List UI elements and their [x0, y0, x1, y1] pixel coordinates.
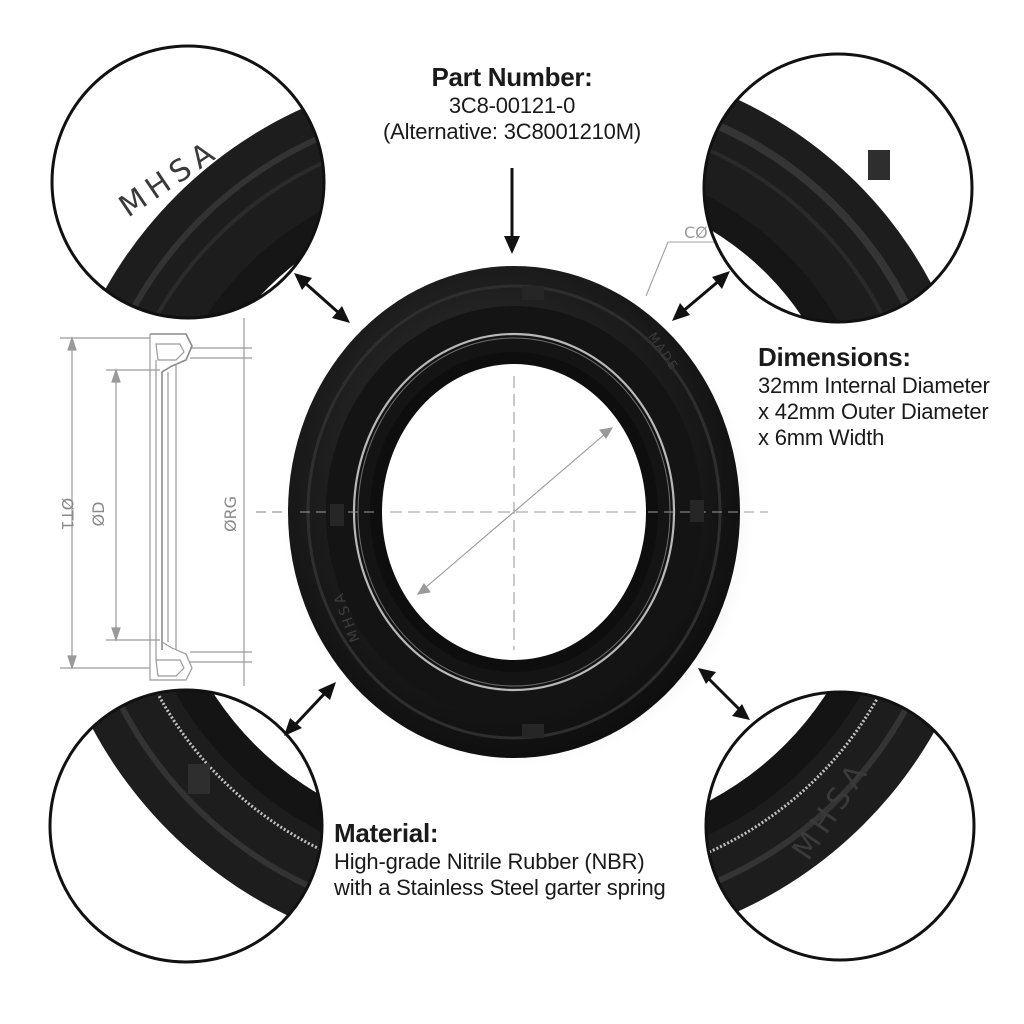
dimensions-callout: Dimensions: 32mm Internal Diameter x 42m…	[758, 342, 1020, 451]
cross-section-drawing	[60, 318, 300, 686]
detail-view-top-left	[50, 44, 326, 320]
callout-arrows	[284, 168, 750, 736]
dimensions-heading: Dimensions:	[758, 342, 911, 372]
dimension-label-inner: ØD	[89, 502, 108, 527]
dimension-outer: x 42mm Outer Diameter	[758, 398, 989, 424]
dimension-internal: 32mm Internal Diameter	[758, 372, 990, 398]
dimension-label-groove: ØRG	[221, 496, 240, 532]
oil-seal	[282, 266, 768, 766]
dimension-width: x 6mm Width	[758, 424, 885, 450]
part-number-value: 3C8-00121-0	[448, 92, 576, 118]
chamfer-leader	[645, 241, 722, 297]
dimension-label-outer: ØT1	[58, 498, 77, 531]
material-heading: Material:	[334, 818, 439, 848]
part-number-callout: Part Number: 3C8-00121-0 (Alternative: 3…	[340, 62, 684, 145]
part-number-alternative: (Alternative: 3C8001210M)	[383, 118, 641, 144]
material-spring: with a Stainless Steel garter spring	[334, 874, 666, 900]
part-number-heading: Part Number:	[431, 62, 593, 92]
material-callout: Material: High-grade Nitrile Rubber (NBR…	[334, 818, 734, 901]
material-rubber: High-grade Nitrile Rubber (NBR)	[334, 848, 645, 874]
chamfer-label: CØ	[684, 223, 708, 242]
